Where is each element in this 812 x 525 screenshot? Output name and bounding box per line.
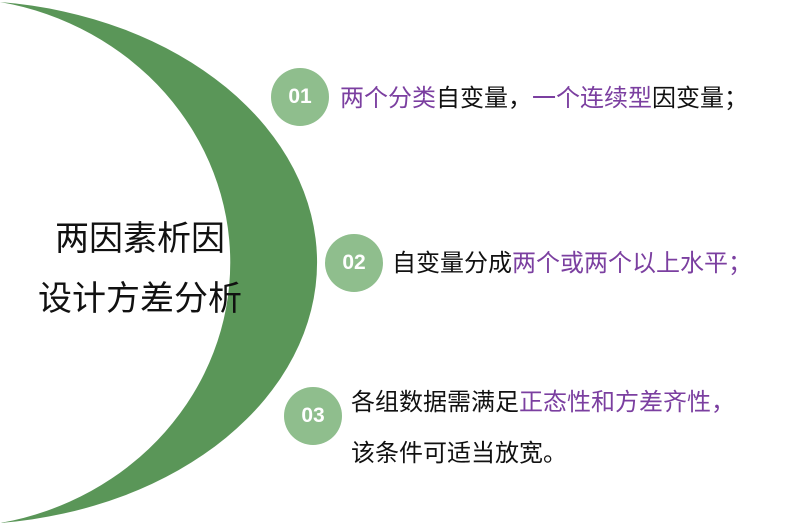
diagram-title-line-2: 设计方差分析 — [38, 279, 242, 319]
item-3-segment: 该条件可适当放宽。 — [351, 439, 567, 467]
item-3-segment: 各组数据需满足 — [351, 388, 519, 416]
item-2-segment: 两个或两个以上水平； — [512, 249, 752, 277]
item-3-segment: 正态性和方差齐性， — [519, 388, 735, 416]
item-3-number-badge: 03 — [284, 387, 342, 445]
item-3-text-line-2: 该条件可适当放宽。 — [351, 441, 567, 465]
item-1-text: 两个分类自变量，一个连续型因变量； — [340, 86, 748, 110]
item-2-number-badge: 02 — [325, 234, 383, 292]
item-1-number-badge: 01 — [271, 68, 329, 126]
item-1-segment: 因变量； — [652, 84, 748, 112]
item-1-segment: 一个连续型 — [532, 84, 652, 112]
item-2-segment: 自变量分成 — [392, 249, 512, 277]
item-1-segment: 两个分类 — [340, 84, 436, 112]
diagram-title-line-1: 两因素析因 — [55, 219, 225, 259]
item-3-text-line-1: 各组数据需满足正态性和方差齐性， — [351, 390, 735, 414]
item-2-text: 自变量分成两个或两个以上水平； — [392, 251, 752, 275]
item-1-segment: 自变量， — [436, 84, 532, 112]
